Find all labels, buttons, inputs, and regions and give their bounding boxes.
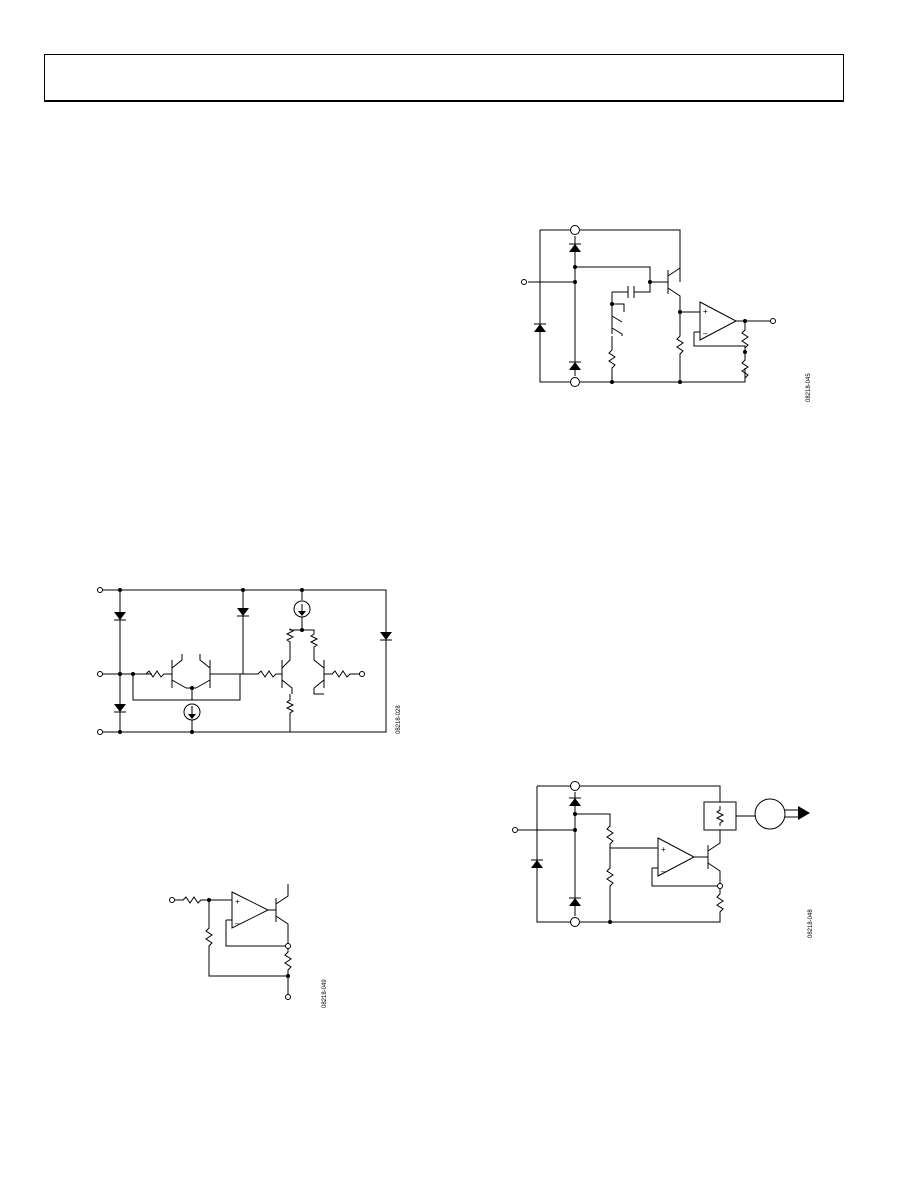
opamp-plus-sign: + — [661, 845, 666, 854]
opamp-minus-sign: – — [703, 329, 708, 338]
figure-clamp-opamp-schematic: + – 08218-045 — [510, 222, 812, 402]
opamp-plus-sign: + — [235, 897, 240, 906]
figure-input-stage-schematic: 08218-028 — [94, 584, 402, 740]
schematic-a: + – — [521, 225, 776, 387]
figure-code: 08218-028 — [396, 705, 402, 734]
opamp-plus-sign: + — [703, 307, 708, 316]
figure-opamp-driver-schematic: + – 08218-049 — [166, 880, 328, 1008]
figure-code: 08218-049 — [322, 979, 328, 1008]
page-header-frame — [44, 54, 844, 102]
schematic-d: + – — [512, 781, 810, 927]
figure-motor-drive-schematic: + – 08218-048 — [510, 778, 814, 938]
schematic-c: + – — [169, 884, 292, 1000]
figure-code: 08218-045 — [806, 373, 812, 402]
schematic-b — [97, 587, 392, 735]
opamp-minus-sign: – — [661, 867, 666, 876]
opamp-minus-sign: – — [235, 919, 240, 928]
figure-code: 08218-048 — [808, 909, 814, 938]
